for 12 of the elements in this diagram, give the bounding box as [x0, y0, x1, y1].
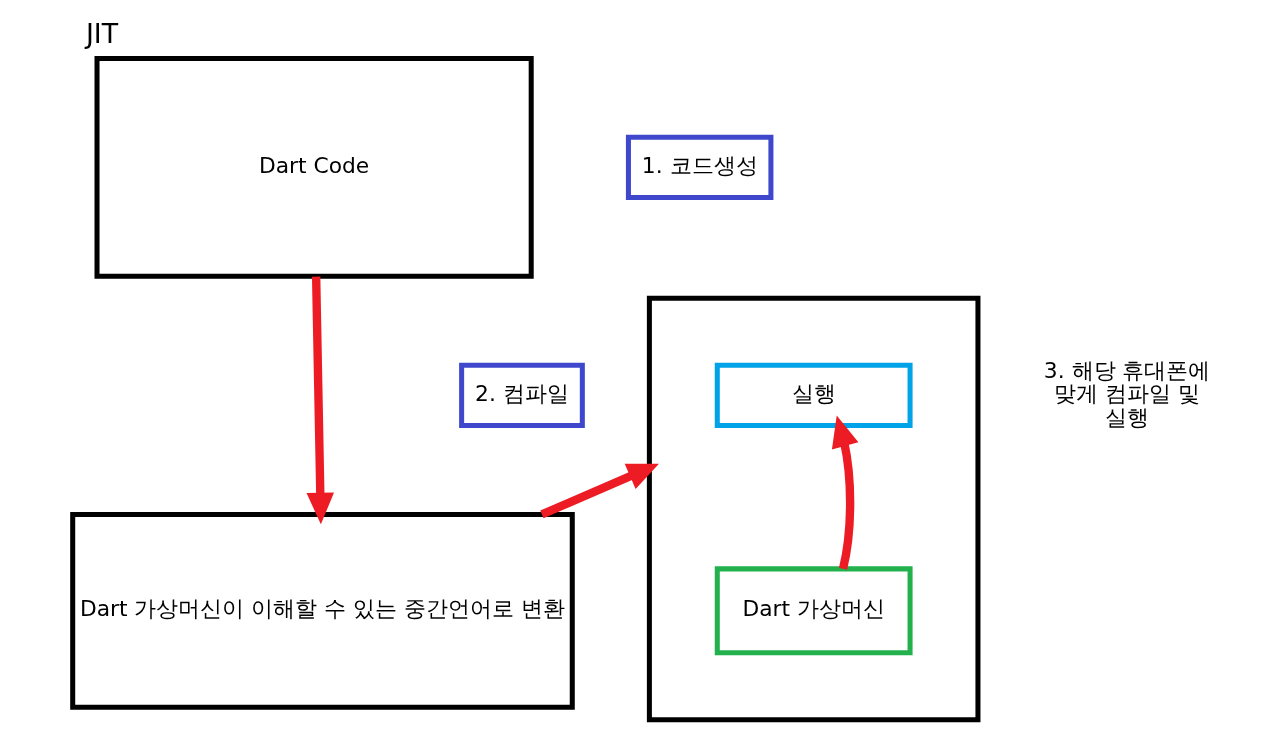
node-box: 2. 컴파일: [458, 362, 585, 429]
node-box: Dart Code: [94, 55, 534, 279]
diagram-title: JIT: [85, 18, 118, 49]
node-box: 실행: [714, 362, 913, 429]
arrow: [831, 415, 858, 570]
arrow: [539, 463, 659, 519]
cluster: [646, 295, 980, 723]
node-box: 1. 코드생성: [625, 134, 773, 201]
node-box: Dart 가상머신: [714, 566, 913, 656]
node-box: Dart 가상머신이 이해할 수 있는 중간언어로 변환: [69, 511, 575, 710]
node-label: 3. 해당 휴대폰에 맞게 컴파일 및 실행: [1043, 357, 1210, 430]
arrow: [306, 276, 334, 525]
